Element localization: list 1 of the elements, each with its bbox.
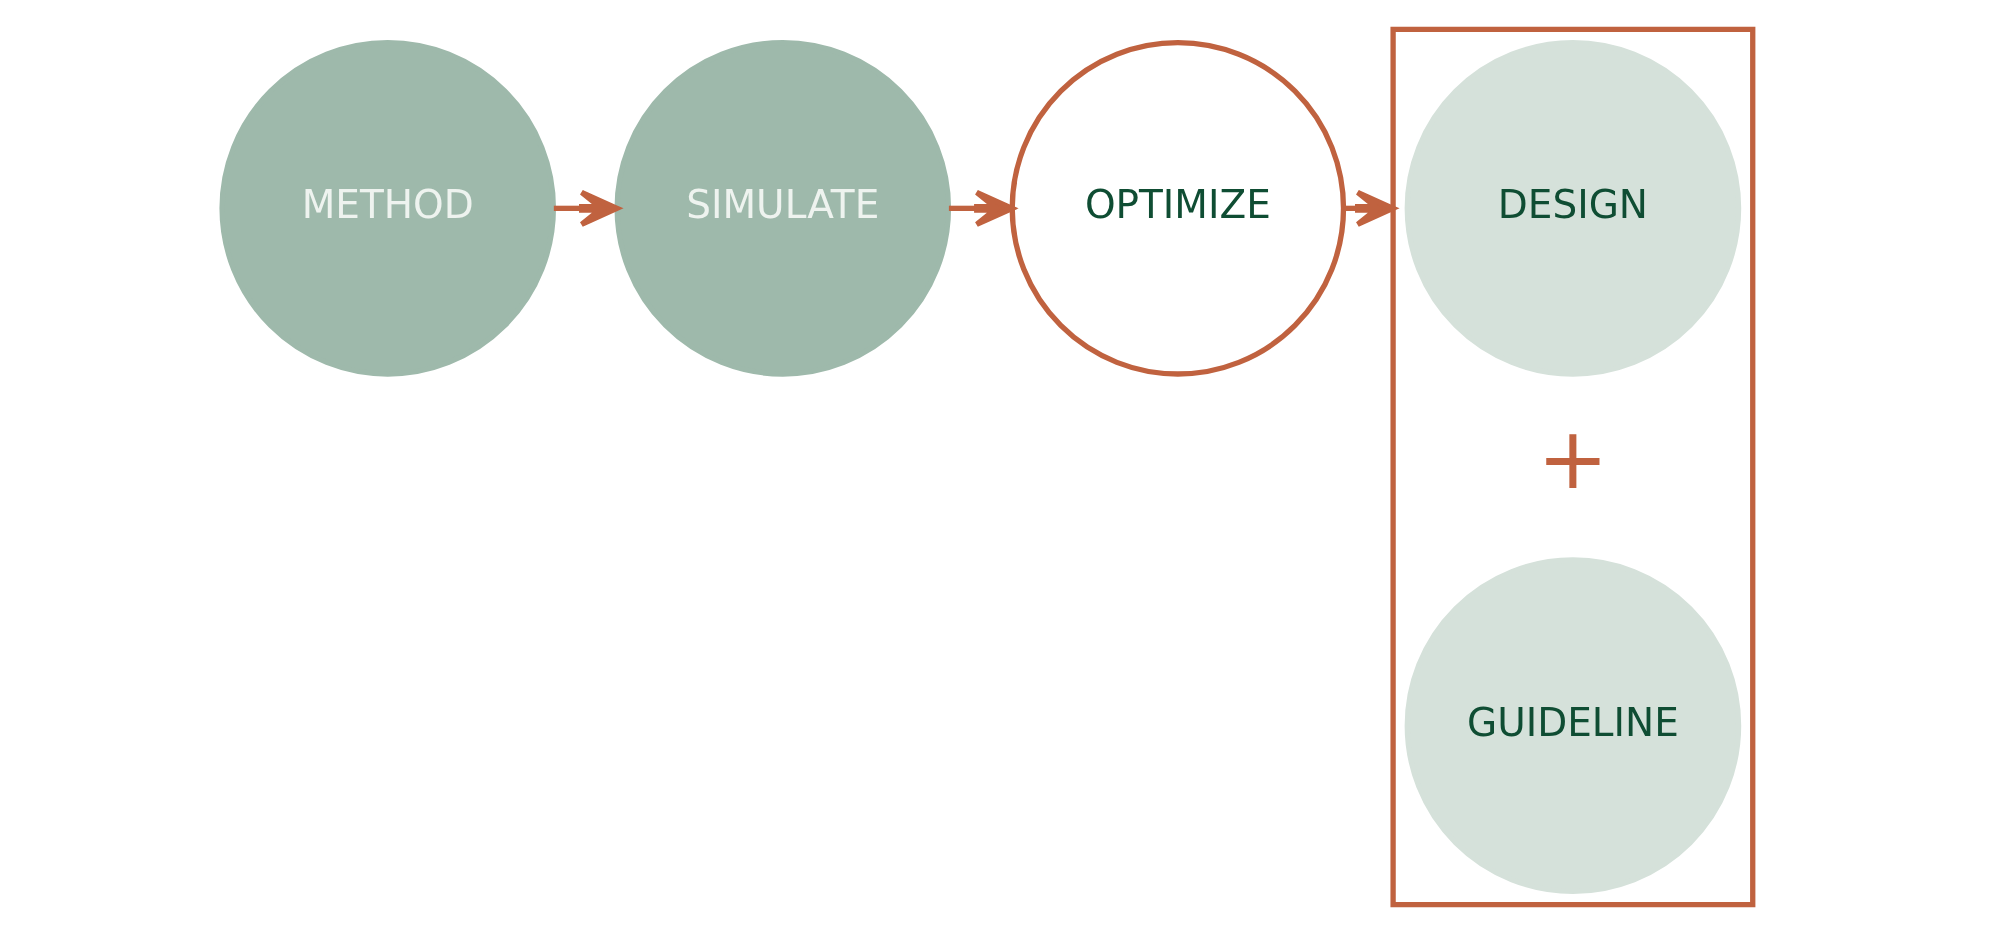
label: + bbox=[1537, 409, 1609, 509]
